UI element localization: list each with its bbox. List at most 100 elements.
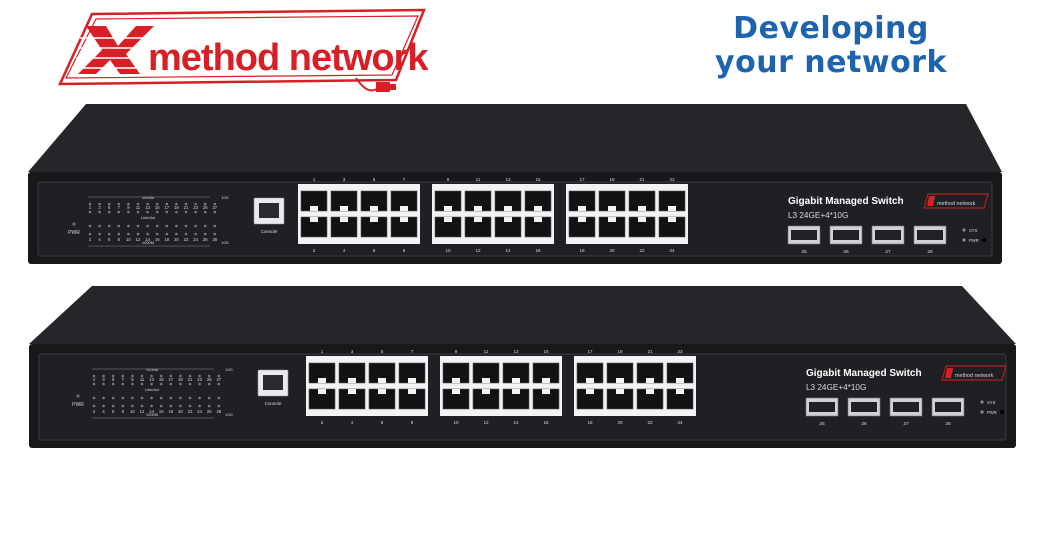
led	[102, 396, 105, 400]
port-number: 6	[373, 248, 376, 253]
led	[136, 232, 140, 236]
rj45-tab	[370, 217, 378, 222]
speed-1000m-bottom: 1000M	[146, 412, 158, 417]
led	[107, 210, 111, 214]
led	[140, 374, 144, 378]
rj45-tab	[578, 206, 586, 211]
port-number: 14	[513, 420, 519, 425]
led	[146, 224, 149, 228]
rj45-tab	[504, 206, 512, 211]
led-number: 9	[131, 377, 134, 382]
led	[146, 232, 149, 236]
console-label: Console	[261, 229, 278, 234]
rj45-tab	[542, 378, 550, 383]
led	[213, 224, 217, 228]
rj45-tab	[534, 217, 542, 222]
rj45-tab	[444, 217, 452, 222]
port-number: 20	[609, 248, 615, 253]
led	[98, 210, 101, 214]
chassis-top	[29, 286, 1016, 344]
model-spec: L3 24GE+4*10G	[788, 211, 848, 220]
rj45-tab	[452, 389, 460, 394]
led	[111, 396, 115, 400]
pwr-led	[76, 394, 80, 398]
led-number: 22	[188, 409, 193, 414]
led	[198, 374, 201, 378]
led-number: 11	[136, 205, 141, 210]
led	[111, 382, 115, 386]
speed-10g-bottom: 10G	[221, 240, 229, 245]
port-number: 15	[535, 177, 541, 182]
pwr-status-led	[962, 238, 966, 242]
model-spec: L3 24GE+4*10G	[806, 383, 866, 392]
led	[203, 210, 207, 214]
port-number: 9	[455, 349, 458, 354]
sfp-number: 28	[945, 421, 951, 427]
rj45-tab	[348, 378, 356, 383]
led-number: 26	[203, 237, 208, 242]
led	[146, 210, 149, 214]
rj45-tab	[408, 389, 416, 394]
led-number: 10	[130, 409, 135, 414]
brand-badge-x-icon	[945, 368, 953, 378]
logo-text: method network	[148, 37, 429, 79]
rj45-tab	[482, 378, 490, 383]
brand-badge-text: method network	[937, 201, 976, 207]
sfp-port-slot	[875, 230, 901, 240]
sfp-port-slot	[809, 402, 835, 412]
led	[146, 202, 149, 206]
led	[184, 224, 188, 228]
port-number: 4	[351, 420, 354, 425]
link-act-label: Link/Act	[145, 387, 160, 392]
port-number: 5	[373, 177, 376, 182]
led-number: 17	[164, 205, 169, 210]
rj45-tab	[444, 206, 452, 211]
reset-pinhole	[982, 238, 986, 242]
led-number: 2	[93, 409, 96, 414]
led	[117, 210, 121, 214]
led-number: 4	[98, 237, 101, 242]
led	[131, 396, 134, 400]
port-number: 23	[677, 349, 683, 354]
port-number: 18	[579, 248, 585, 253]
led	[169, 396, 173, 400]
led-number: 19	[174, 205, 179, 210]
rj45-tab	[542, 389, 550, 394]
led	[102, 382, 105, 386]
led	[175, 224, 178, 228]
led	[140, 404, 144, 408]
led	[207, 382, 211, 386]
port-number: 5	[381, 349, 384, 354]
rj45-tab	[474, 217, 482, 222]
brand-badge	[941, 365, 1007, 381]
led	[127, 232, 130, 236]
led	[150, 396, 153, 400]
led	[155, 202, 159, 206]
port-number: 21	[647, 349, 653, 354]
led	[194, 224, 197, 228]
led	[198, 396, 201, 400]
rj45-tab	[310, 217, 318, 222]
port-number: 9	[447, 177, 450, 182]
rj45-tab	[646, 378, 654, 383]
led	[140, 382, 144, 386]
sfp-number: 27	[903, 421, 909, 427]
led	[136, 202, 140, 206]
console-port-socket	[259, 203, 279, 218]
led	[184, 202, 188, 206]
led-number: 24	[197, 409, 202, 414]
led-number: 20	[178, 409, 183, 414]
led	[150, 382, 153, 386]
sys-led	[980, 400, 984, 404]
led-number: 25	[207, 377, 212, 382]
port-number: 10	[445, 248, 451, 253]
led	[102, 374, 105, 378]
led-number: 12	[140, 409, 145, 414]
rj45-tab	[340, 206, 348, 211]
led	[88, 224, 92, 228]
led	[169, 374, 173, 378]
port-number: 24	[669, 248, 675, 253]
port-number: 23	[669, 177, 675, 182]
port-number: 10	[453, 420, 459, 425]
led-number: 20	[174, 237, 179, 242]
